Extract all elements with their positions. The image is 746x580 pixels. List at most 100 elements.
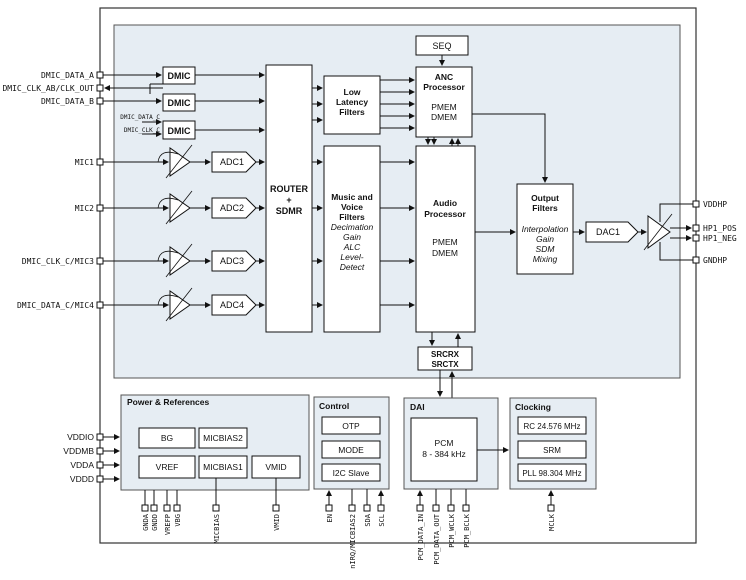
- dac1-block: [585, 221, 639, 243]
- pin-gnda: GNDA: [142, 513, 150, 531]
- srm-block: [517, 440, 587, 459]
- pin-pcm-bclk: PCM_BCLK: [463, 513, 471, 548]
- pin-gndhp: GNDHP: [703, 256, 727, 265]
- music-voice-filters-block: [323, 145, 381, 333]
- clocking-title: Clocking: [515, 402, 551, 412]
- micbias1-label: MICBIAS1: [203, 462, 243, 472]
- music-voice-label-3: Filters: [339, 212, 365, 222]
- router-block: [265, 64, 313, 333]
- pin-nirq-micbias2: nIRQ/MICBIAS2: [349, 514, 357, 569]
- bg-label: BG: [161, 433, 173, 443]
- vref-label: VREF: [156, 462, 179, 472]
- dmic-block-2: [162, 93, 196, 112]
- pin-micbias: MICBIAS: [213, 514, 221, 544]
- anc-label-1: ANC: [435, 72, 453, 82]
- adc4-label: ADC4: [220, 300, 244, 310]
- pin-vbg: VBG: [174, 514, 182, 527]
- pin-vmid: VMID: [273, 514, 281, 531]
- src-block: [417, 346, 473, 371]
- audio-proc-label-2: Processor: [424, 209, 466, 219]
- anc-label-2: Processor: [423, 82, 465, 92]
- pin-scl: SCL: [378, 514, 386, 527]
- pcm-block: [410, 417, 478, 482]
- dac1-label: DAC1: [596, 227, 620, 237]
- seq-label: SEQ: [432, 41, 451, 51]
- rc-oscillator-block: [517, 416, 587, 435]
- pin-mic4: DMIC_DATA_C/MIC4: [17, 301, 94, 310]
- pll-block: [517, 463, 587, 482]
- pin-dmic-clk-ab: DMIC_CLK_AB/CLK_OUT: [2, 84, 94, 93]
- dai-title: DAI: [410, 402, 425, 412]
- micbias1-block: [198, 455, 248, 479]
- otp-label: OTP: [342, 421, 360, 431]
- pin-mic3: DMIC_CLK_C/MIC3: [22, 257, 94, 266]
- output-filters-label-1: Output: [531, 193, 559, 203]
- router-label-2: +: [286, 195, 291, 205]
- pga-3: [169, 246, 191, 276]
- pin-vdda: VDDA: [70, 460, 94, 470]
- adc3-label: ADC3: [220, 256, 244, 266]
- audio-mem-1: PMEM: [432, 237, 458, 247]
- vmid-label: VMID: [265, 462, 286, 472]
- pin-pcm-data-in: PCM_DATA_IN: [417, 514, 425, 560]
- pin-dmic-data-b: DMIC_DATA_B: [41, 97, 94, 106]
- router-label-1: ROUTER: [270, 184, 309, 194]
- pin-vrefp: VREFP: [164, 514, 172, 535]
- src-label-2: SRCTX: [431, 360, 459, 369]
- pga-4: [169, 290, 191, 320]
- music-voice-sub-2: Gain: [343, 232, 361, 242]
- pin-sda: SDA: [364, 513, 372, 526]
- audio-mem-2: DMEM: [432, 248, 458, 258]
- i2c-slave-block: [321, 463, 381, 482]
- pin-mic1: MIC1: [75, 158, 94, 167]
- hp-amplifier: [647, 215, 671, 249]
- pin-mic2: MIC2: [75, 204, 94, 213]
- rc-label: RC 24.576 MHz: [524, 422, 581, 431]
- adc1-label: ADC1: [220, 157, 244, 167]
- pin-vddd: VDDD: [70, 474, 94, 484]
- music-voice-label-2: Voice: [341, 202, 363, 212]
- output-sub-3: SDM: [536, 244, 556, 254]
- adc4-block: [211, 294, 257, 316]
- music-voice-sub-4: Level-: [340, 252, 363, 262]
- internal-dmic-data-c: DMIC_DATA_C: [120, 114, 160, 121]
- low-latency-filters-block: [323, 75, 381, 135]
- dmic-label-2: DMIC: [168, 98, 191, 108]
- pin-dmic-data-a: DMIC_DATA_A: [41, 71, 94, 80]
- low-latency-label-2: Latency: [336, 97, 368, 107]
- i2c-label: I2C Slave: [333, 468, 370, 478]
- music-voice-sub-1: Decimation: [331, 222, 374, 232]
- dmic-label-3: DMIC: [168, 126, 191, 136]
- pin-hp1-pos: HP1_POS: [703, 224, 737, 233]
- adc1-block: [211, 151, 257, 173]
- music-voice-label-1: Music and: [331, 192, 373, 202]
- src-label-1: SRCRX: [431, 350, 460, 359]
- pin-en: EN: [326, 514, 334, 522]
- output-sub-4: Mixing: [533, 254, 558, 264]
- mode-label: MODE: [338, 445, 364, 455]
- output-sub-1: Interpolation: [522, 224, 569, 234]
- output-sub-2: Gain: [536, 234, 554, 244]
- pin-pcm-wclk: PCM_WCLK: [448, 513, 456, 548]
- anc-processor-block: [415, 66, 473, 138]
- internal-dmic-clk-c: DMIC_CLK_C: [124, 127, 161, 134]
- audio-processor-block: [415, 145, 476, 333]
- pcm-label: PCM: [435, 438, 454, 448]
- router-label-3: SDMR: [276, 206, 303, 216]
- pin-gndd: GNDD: [151, 514, 159, 531]
- pcm-rate-label: 8 - 384 kHz: [422, 449, 465, 459]
- low-latency-label-1: Low: [344, 87, 361, 97]
- vref-block: [138, 455, 196, 479]
- control-title: Control: [319, 401, 349, 411]
- power-title: Power & References: [127, 397, 209, 407]
- anc-mem-1: PMEM: [431, 102, 457, 112]
- pga-1: [169, 147, 191, 177]
- music-voice-sub-5: Detect: [340, 262, 365, 272]
- micbias2-label: MICBIAS2: [203, 433, 243, 443]
- dmic-label-1: DMIC: [168, 71, 191, 81]
- pin-vddhp: VDDHP: [703, 200, 727, 209]
- low-latency-label-3: Filters: [339, 107, 365, 117]
- anc-mem-2: DMEM: [431, 112, 457, 122]
- pin-hp1-neg: HP1_NEG: [703, 234, 737, 243]
